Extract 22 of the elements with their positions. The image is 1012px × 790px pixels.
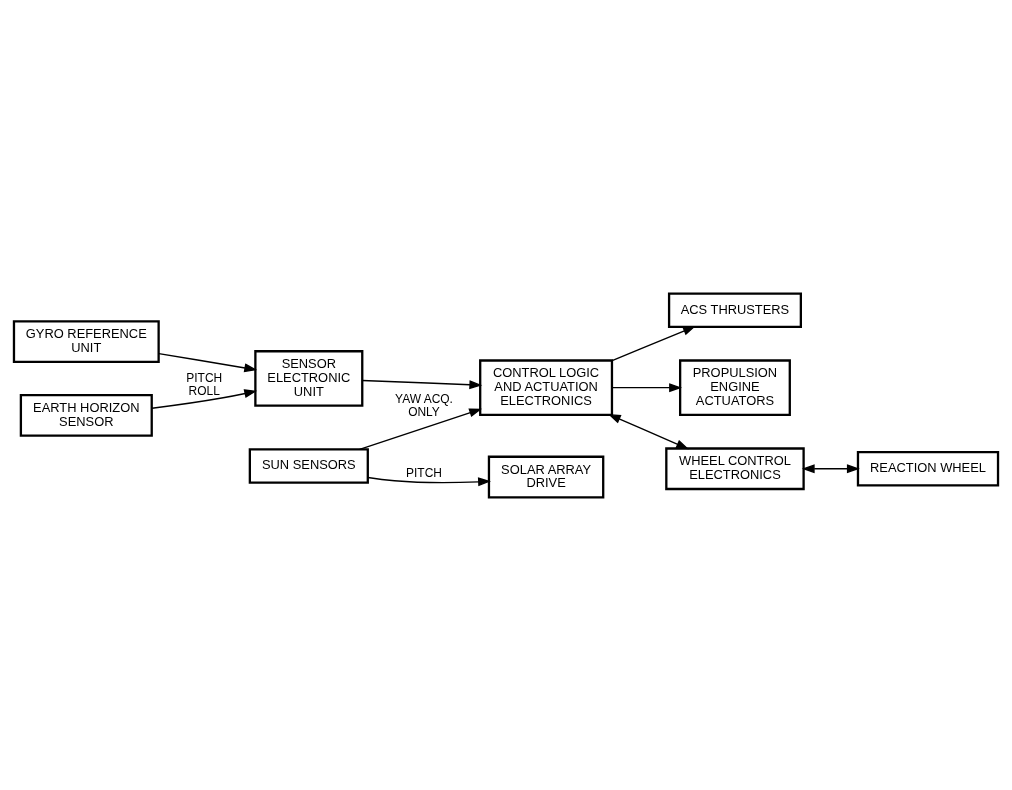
arrow	[367, 476, 491, 486]
arrow	[611, 382, 683, 392]
node-box: CONTROL LOGIC AND ACTUATION ELECTRONICS	[479, 358, 614, 416]
arrow	[801, 463, 860, 473]
arrow	[158, 352, 258, 372]
node-box: REACTION WHEEL	[856, 450, 1000, 486]
node-box: SOLAR ARRAY DRIVE	[487, 455, 605, 498]
node-box: WHEEL CONTROL ELECTRONICS	[665, 446, 805, 490]
node-box: GYRO REFERENCE UNIT	[12, 319, 160, 363]
arrow	[607, 413, 689, 449]
node-box: ACS THRUSTERS	[667, 292, 802, 328]
node-box: PROPULSION ENGINE ACTUATORS	[679, 358, 791, 416]
edge-label: PITCH ROLL	[186, 370, 223, 397]
node-box: SENSOR ELECTRONIC UNIT	[254, 349, 364, 407]
node-box: SUN SENSORS	[248, 447, 369, 484]
arrow	[611, 325, 696, 361]
arrow	[151, 388, 258, 409]
arrow	[361, 379, 483, 389]
node-box: EARTH HORIZON SENSOR	[19, 393, 153, 437]
edge-label: YAW ACQ. ONLY	[395, 391, 453, 419]
edge-label: PITCH	[406, 465, 442, 480]
arrow	[358, 407, 483, 450]
